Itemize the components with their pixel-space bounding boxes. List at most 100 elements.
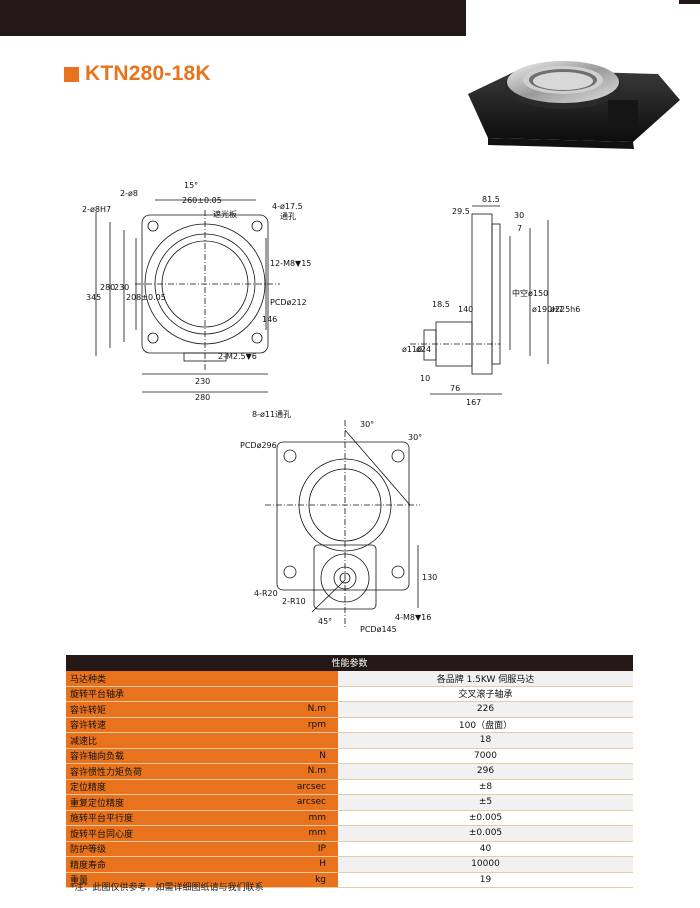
dim-tap-12: 12-M8▼15 [270,259,311,268]
dim-tap-4: 4-M8▼16 [395,613,431,622]
table-row: 旋转平台轴承交叉滚子轴承 [66,686,633,702]
spec-unit [266,670,338,687]
dim-r20: 4-R20 [254,589,278,598]
dim-280-h: 280 [195,393,210,402]
top-banner-bar [0,0,466,36]
spec-unit: N [266,748,338,764]
spec-value: 100（盘面） [338,717,633,733]
spec-unit: arcsec [266,779,338,795]
spec-value: 10000 [338,856,633,873]
dim-shade-plate: 遮光板 [213,209,237,219]
side-view [410,205,549,395]
spec-value: ±0.005 [338,825,633,842]
dim-30: 30 [514,211,524,220]
spec-unit: IP [266,841,338,857]
dim-76: 76 [450,384,460,393]
dim-18-5: 18.5 [432,300,450,309]
dim-d24: ø24 [416,345,431,354]
spec-value: 226 [338,701,633,718]
technical-drawings: 15° 2-ø8 2-ø8H7 260±0.05 4-ø17.5 通孔 遮光板 … [82,181,580,634]
dim-holes-left: 2-ø8H7 [82,205,111,214]
product-title: KTN280-18K [85,62,211,85]
spec-label: 容许转速 [66,717,266,733]
spec-value: ±8 [338,779,633,795]
dim-angle-30a: 30° [360,420,374,429]
spec-value: 40 [338,841,633,857]
spec-label: 防护等级 [66,841,266,857]
dim-140: 140 [458,305,473,314]
spec-table-title: 性能参数 [66,655,633,671]
product-photo [468,61,680,149]
dim-pcd-296: PCDø296 [240,441,277,450]
table-row: 减速比 18 [66,732,633,749]
dim-d110: ø110 [402,345,422,354]
dim-corner-holes: 4-ø17.5 [272,202,303,211]
front-view [95,199,280,393]
dim-260: 260±0.05 [182,196,222,205]
spec-table-header: 性能参数 [66,655,633,671]
spec-label: 减速比 [66,732,266,749]
footnote: *注：此图仅供参考，如需详细图纸请与我们联系 [70,883,264,893]
dim-345: 345 [86,293,101,302]
spec-label: 定位精度 [66,779,266,795]
dim-280-v: 280 [100,283,115,292]
spec-unit: mm [266,825,338,842]
dim-tap-2: 2-M2.5▼6 [218,352,257,361]
spec-label: 精度寿命 [66,856,266,873]
spec-unit: H [266,856,338,873]
spec-unit: mm [266,810,338,826]
table-row: 马达种类各品牌 1.5KW 伺服马达 [66,670,633,687]
dim-d225: ø225h6 [550,305,580,314]
dim-146: 146 [262,315,277,324]
dim-208: 208±0.05 [126,293,166,302]
spec-label: 容许转矩 [66,701,266,718]
spec-label: 施转平台平行度 [66,810,266,826]
dim-angle-45: 45° [318,617,332,626]
spec-unit [266,686,338,702]
spec-value: 交叉滚子轴承 [338,686,633,702]
spec-label: 重量 [66,872,266,888]
spec-label: 旋转平台同心度 [66,825,266,842]
spec-value: 19 [338,872,633,888]
spec-value: 各品牌 1.5KW 伺服马达 [338,670,633,687]
spec-value: 296 [338,763,633,780]
spec-unit: arcsec [266,794,338,811]
dim-8-holes: 8-ø11通孔 [252,409,291,419]
spec-unit: kg [266,872,338,888]
spec-value: ±0.005 [338,810,633,826]
dim-pcd-145: PCDø145 [360,625,397,634]
dim-81-5: 81.5 [482,195,500,204]
dim-10: 10 [420,374,430,383]
dim-hollow: 中空ø150 [512,288,548,298]
spec-unit: N.m [266,763,338,780]
bottom-view [265,420,420,628]
spec-unit: rpm [266,717,338,733]
spec-label: 容许惯性力矩负荷 [66,763,266,780]
spec-unit [266,732,338,749]
dim-167: 167 [466,398,481,407]
spec-label: 容许轴向负载 [66,748,266,764]
title-block: KTN280-18K [64,62,211,86]
spec-value: 18 [338,732,633,749]
spec-unit: N.m [266,701,338,718]
title-bullet-icon [64,66,79,82]
dim-pcd-212: PCDø212 [270,298,307,307]
dim-230-h: 230 [195,377,210,386]
dim-thru: 通孔 [280,211,296,221]
dim-holes-top: 2-ø8 [120,189,138,198]
spec-label: 重复定位精度 [66,794,266,811]
top-edge-bar [679,0,700,4]
dim-230-v: 230 [114,283,129,292]
